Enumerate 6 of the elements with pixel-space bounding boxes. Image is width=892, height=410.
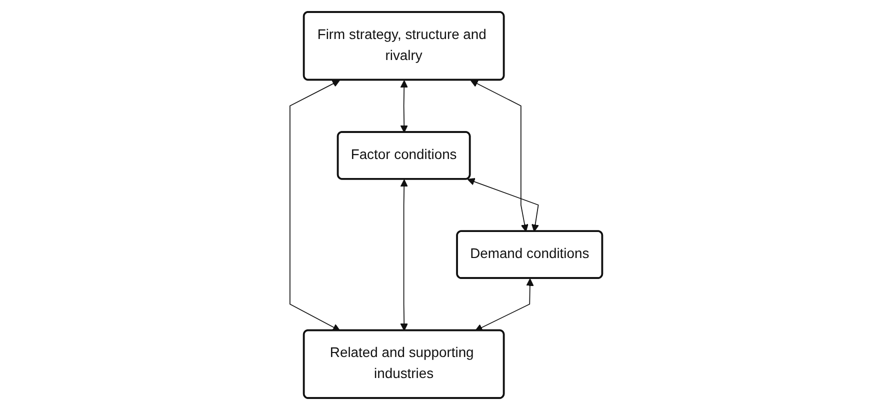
arrow	[400, 179, 408, 331]
arrow	[474, 278, 534, 332]
arrow	[400, 80, 408, 133]
arrow	[467, 178, 539, 232]
arrow	[289, 80, 340, 331]
arrow	[470, 80, 528, 232]
